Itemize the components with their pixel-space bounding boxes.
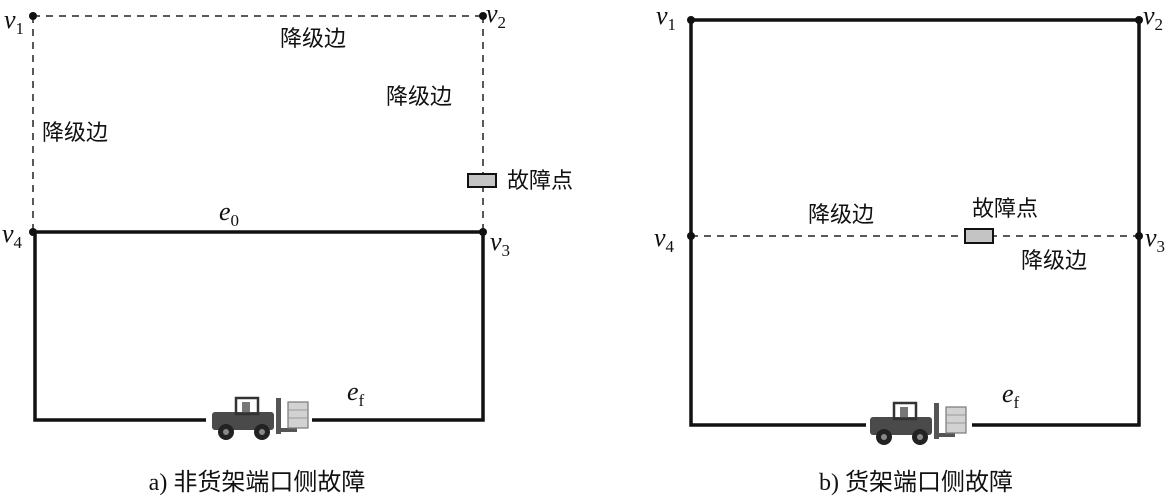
right-panel: v1 v2 v3 v4 降级边 降级边 ef 故障点 b) 货架端口侧故障 [654, 1, 1165, 496]
right-label-v1: v1 [656, 1, 676, 34]
right-vertex-v1 [687, 16, 695, 24]
right-label-v3: v3 [1145, 223, 1165, 256]
left-caption: a) 非货架端口侧故障 [149, 469, 366, 496]
right-solid-outer-edge [691, 20, 1139, 425]
right-fault-label: 故障点 [972, 197, 1038, 222]
right-mid-left-edge-label: 降级边 [808, 203, 874, 228]
right-caption: b) 货架端口侧故障 [819, 469, 1013, 496]
left-top-edge-label: 降级边 [280, 27, 346, 52]
left-label-e0: e0 [219, 197, 239, 230]
left-panel: v1 v2 v3 v4 降级边 降级边 降级边 e0 ef 故障点 a) 非货架… [2, 0, 573, 496]
right-forklift-icon [864, 403, 972, 445]
left-fault-marker [468, 174, 496, 187]
left-label-v2: v2 [486, 0, 506, 32]
left-right-edge-label: 降级边 [386, 85, 452, 110]
left-solid-edge-upper [35, 232, 483, 420]
left-vertex-v3 [479, 228, 487, 236]
right-label-v4: v4 [654, 223, 675, 256]
right-vertex-v2 [1135, 16, 1143, 24]
left-vertex-v1 [29, 12, 37, 20]
left-solid-edge-lower [35, 232, 206, 420]
right-vertex-v3 [1135, 232, 1143, 240]
left-label-v1: v1 [4, 5, 24, 38]
left-forklift-icon [206, 398, 314, 440]
left-left-edge-label: 降级边 [42, 121, 108, 146]
left-label-ef: ef [347, 377, 365, 410]
left-vertex-v4 [29, 228, 37, 236]
right-mid-right-edge-label: 降级边 [1021, 249, 1087, 274]
right-vertex-v4 [687, 232, 695, 240]
right-label-ef: ef [1002, 379, 1020, 412]
left-label-v4: v4 [2, 219, 23, 252]
right-fault-marker [965, 229, 993, 243]
right-label-v2: v2 [1143, 1, 1163, 34]
left-fault-label: 故障点 [507, 169, 573, 194]
left-label-v3: v3 [490, 227, 510, 260]
